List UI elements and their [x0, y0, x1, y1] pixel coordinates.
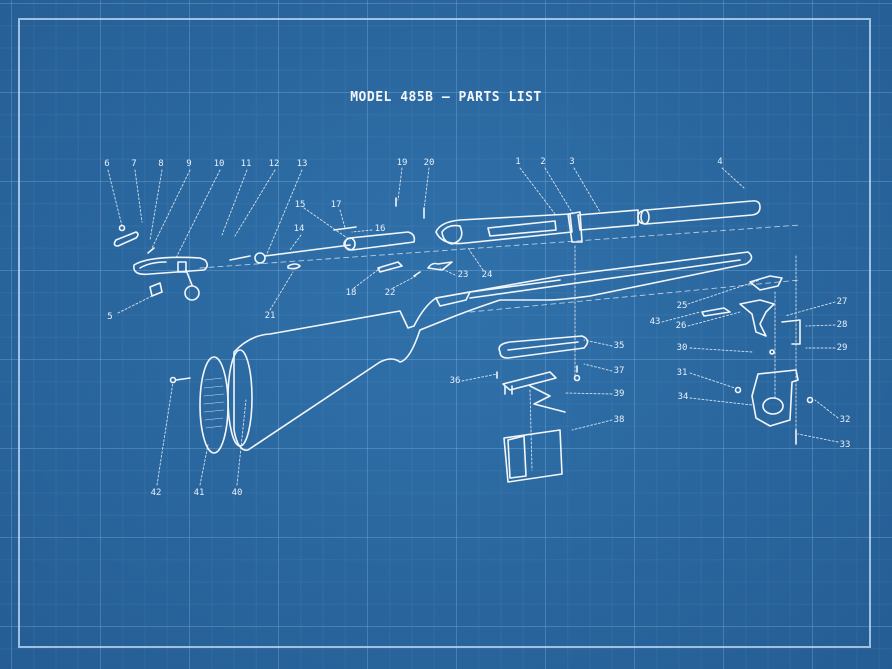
part-label-36: 36	[449, 376, 461, 386]
part-label-13: 13	[296, 159, 308, 169]
butt-plate-part	[169, 356, 229, 454]
bolt-part	[113, 224, 351, 301]
part-label-1: 1	[515, 157, 521, 167]
part-label-26: 26	[675, 321, 687, 331]
part-label-14: 14	[293, 224, 305, 234]
part-label-15: 15	[294, 200, 306, 210]
part-label-12: 12	[268, 159, 280, 169]
stock-part	[227, 251, 753, 451]
part-label-21: 21	[264, 311, 276, 321]
part-label-11: 11	[240, 159, 252, 169]
part-label-8: 8	[158, 159, 164, 169]
part-label-31: 31	[676, 368, 688, 378]
part-label-29: 29	[836, 343, 848, 353]
part-label-17: 17	[330, 200, 342, 210]
part-label-42: 42	[150, 488, 162, 498]
part-label-10: 10	[213, 159, 225, 169]
part-label-23: 23	[457, 270, 469, 280]
part-label-35: 35	[613, 341, 625, 351]
part-label-20: 20	[423, 158, 435, 168]
leader-lines	[107, 167, 839, 486]
part-label-25: 25	[676, 301, 688, 311]
part-label-28: 28	[836, 320, 848, 330]
part-label-38: 38	[613, 415, 625, 425]
part-label-37: 37	[613, 366, 625, 376]
part-label-5: 5	[107, 312, 113, 322]
part-label-27: 27	[836, 297, 848, 307]
part-label-22: 22	[384, 288, 396, 298]
firing-pin-part	[333, 197, 453, 277]
part-label-43: 43	[649, 317, 661, 327]
part-label-7: 7	[131, 159, 137, 169]
part-label-2: 2	[540, 157, 546, 167]
barrel-part	[435, 200, 761, 245]
trigger-group-part	[701, 275, 814, 445]
part-label-34: 34	[677, 392, 689, 402]
center-lines	[199, 224, 801, 313]
magazine-part	[496, 335, 589, 483]
part-label-32: 32	[839, 415, 851, 425]
part-label-24: 24	[481, 270, 493, 280]
part-label-18: 18	[345, 288, 357, 298]
blueprint-frame	[18, 18, 871, 648]
part-label-30: 30	[676, 343, 688, 353]
part-label-33: 33	[839, 440, 851, 450]
part-label-40: 40	[231, 488, 243, 498]
part-label-6: 6	[104, 159, 110, 169]
part-label-9: 9	[186, 159, 192, 169]
part-label-16: 16	[374, 224, 386, 234]
part-label-41: 41	[193, 488, 205, 498]
part-label-4: 4	[717, 157, 723, 167]
diagram-title: MODEL 485B — PARTS LIST	[350, 90, 542, 105]
part-label-19: 19	[396, 158, 408, 168]
part-label-39: 39	[613, 389, 625, 399]
part-label-3: 3	[569, 157, 575, 167]
